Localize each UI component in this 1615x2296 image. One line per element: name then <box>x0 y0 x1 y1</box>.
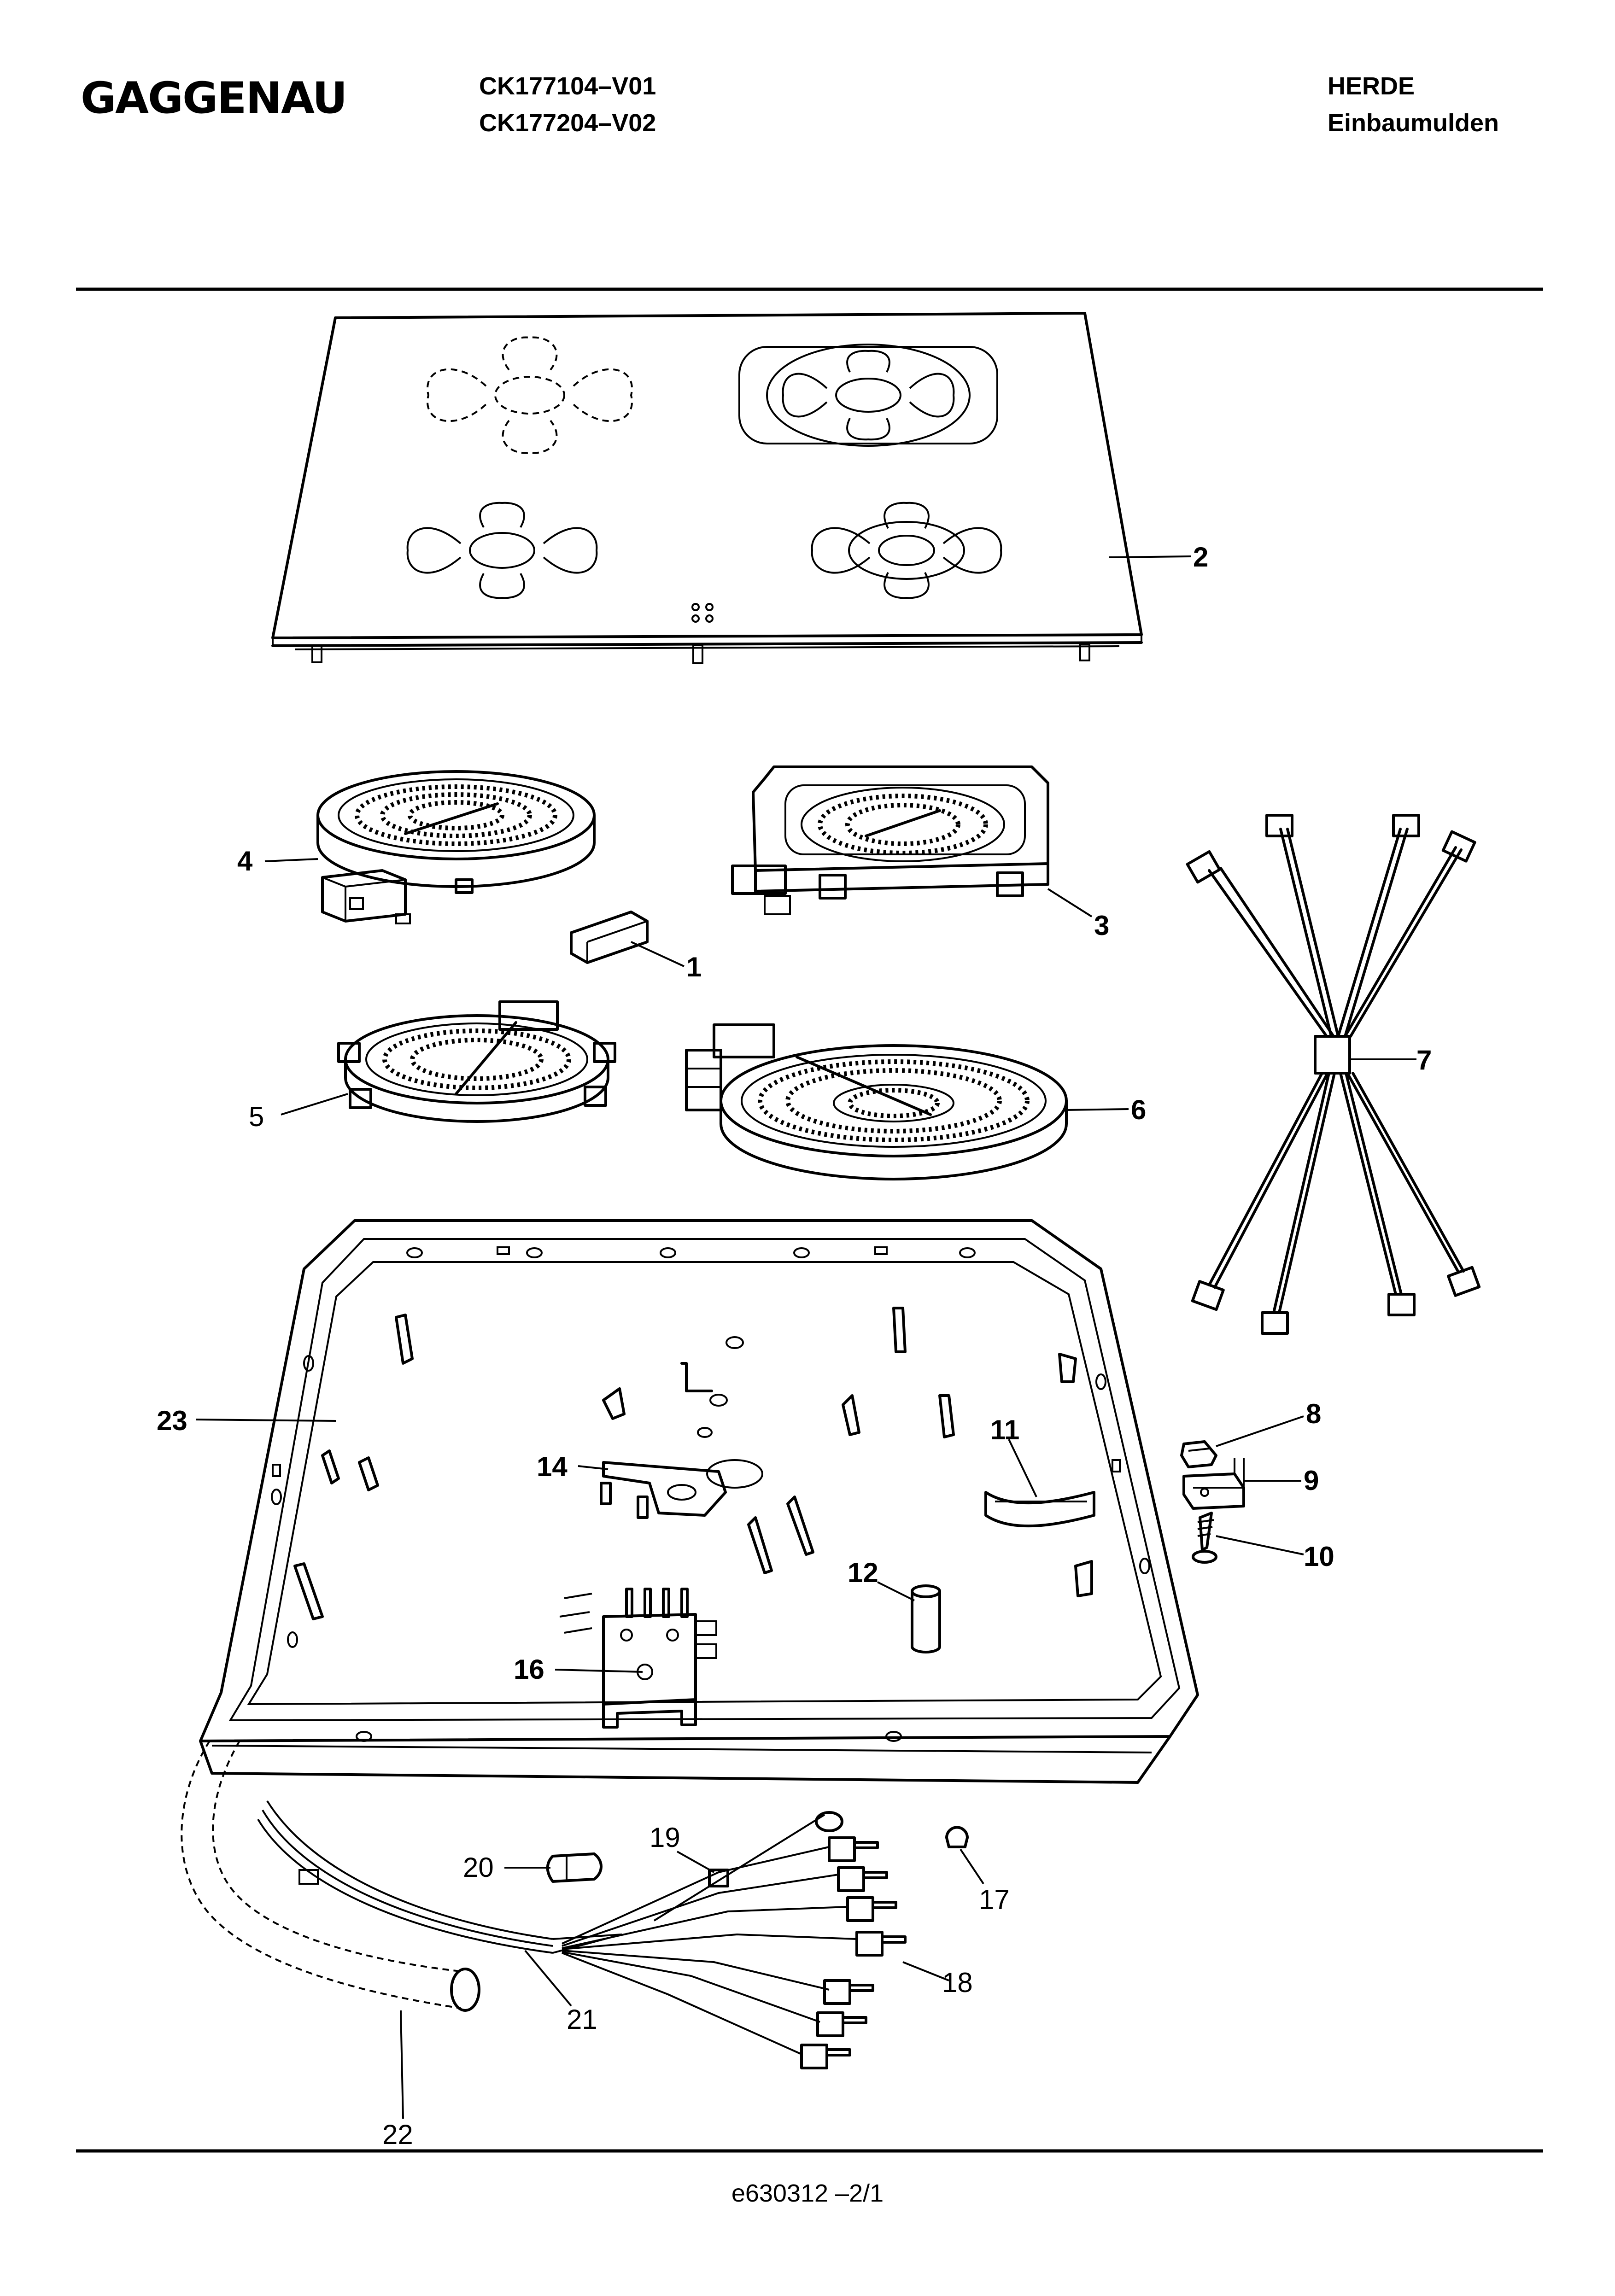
cap-part-17 <box>945 1826 969 1848</box>
dual-zone-heating-element-part-3 <box>731 765 1049 915</box>
model-number-2: CK177204–V02 <box>479 109 656 137</box>
brand-logo: GAGGENAU <box>81 73 346 123</box>
cooking-zone-marking-rear-right <box>738 344 998 447</box>
callout-9: 9 <box>1304 1465 1319 1496</box>
bracket-part-1 <box>570 911 649 964</box>
callout-4: 4 <box>237 846 253 876</box>
wiring-harness-part-7 <box>1186 814 1481 1335</box>
dual-circuit-heating-element-part-6 <box>685 1023 1068 1180</box>
radiant-heating-element-part-5 <box>337 1000 616 1123</box>
category-title: HERDE <box>1328 72 1415 100</box>
callout-17: 17 <box>979 1884 1010 1915</box>
glass-ceramic-cooktop-part-2 <box>271 312 1143 664</box>
model-number-1: CK177104–V01 <box>479 72 656 100</box>
callout-16: 16 <box>514 1654 544 1685</box>
callout-21: 21 <box>567 2004 597 2035</box>
callout-23: 23 <box>157 1405 187 1436</box>
radiant-heating-element-part-4 <box>316 770 596 924</box>
base-tray-frame-part-23 <box>199 1219 1199 1784</box>
document-id: e630312 –2/1 <box>731 2179 884 2207</box>
callout-12: 12 <box>848 1557 878 1588</box>
power-cable-sleeve-part-22 <box>181 1740 480 2012</box>
callout-20: 20 <box>463 1852 494 1883</box>
screw-part-10 <box>1192 1512 1217 1564</box>
callout-3: 3 <box>1094 910 1109 941</box>
terminal-block-part-16 <box>559 1588 717 1729</box>
spring-clip-part-8 <box>1180 1440 1217 1468</box>
callout-7: 7 <box>1416 1045 1432 1075</box>
callout-6: 6 <box>1131 1094 1146 1125</box>
cooking-zone-marking-front-right <box>811 502 1002 599</box>
mounting-angle-part-9 <box>1182 1458 1245 1510</box>
cable-tie-part-19 <box>708 1869 729 1887</box>
mounting-bracket-part-14 <box>600 1461 727 1519</box>
cable-loom-part-21 <box>257 1800 622 1954</box>
callout-1: 1 <box>686 952 702 982</box>
connector-set-part-18 <box>562 1811 907 2069</box>
callout-11: 11 <box>990 1414 1019 1445</box>
callout-10: 10 <box>1304 1541 1334 1572</box>
callout-2: 2 <box>1193 542 1208 573</box>
cooking-zone-marking-front-left <box>406 502 598 599</box>
subcategory-title: Einbaumulden <box>1328 109 1499 137</box>
callout-18: 18 <box>942 1967 973 1998</box>
strain-relief-part-20 <box>546 1852 603 1883</box>
spacer-sleeve-part-12 <box>911 1584 941 1653</box>
callout-22: 22 <box>382 2119 413 2150</box>
callout-8: 8 <box>1306 1398 1321 1429</box>
clamp-clip-part-11 <box>984 1491 1095 1528</box>
callout-14: 14 <box>537 1451 568 1482</box>
callout-19: 19 <box>650 1822 680 1853</box>
cooking-zone-marking-rear-left <box>427 336 633 454</box>
callout-5: 5 <box>249 1101 264 1132</box>
